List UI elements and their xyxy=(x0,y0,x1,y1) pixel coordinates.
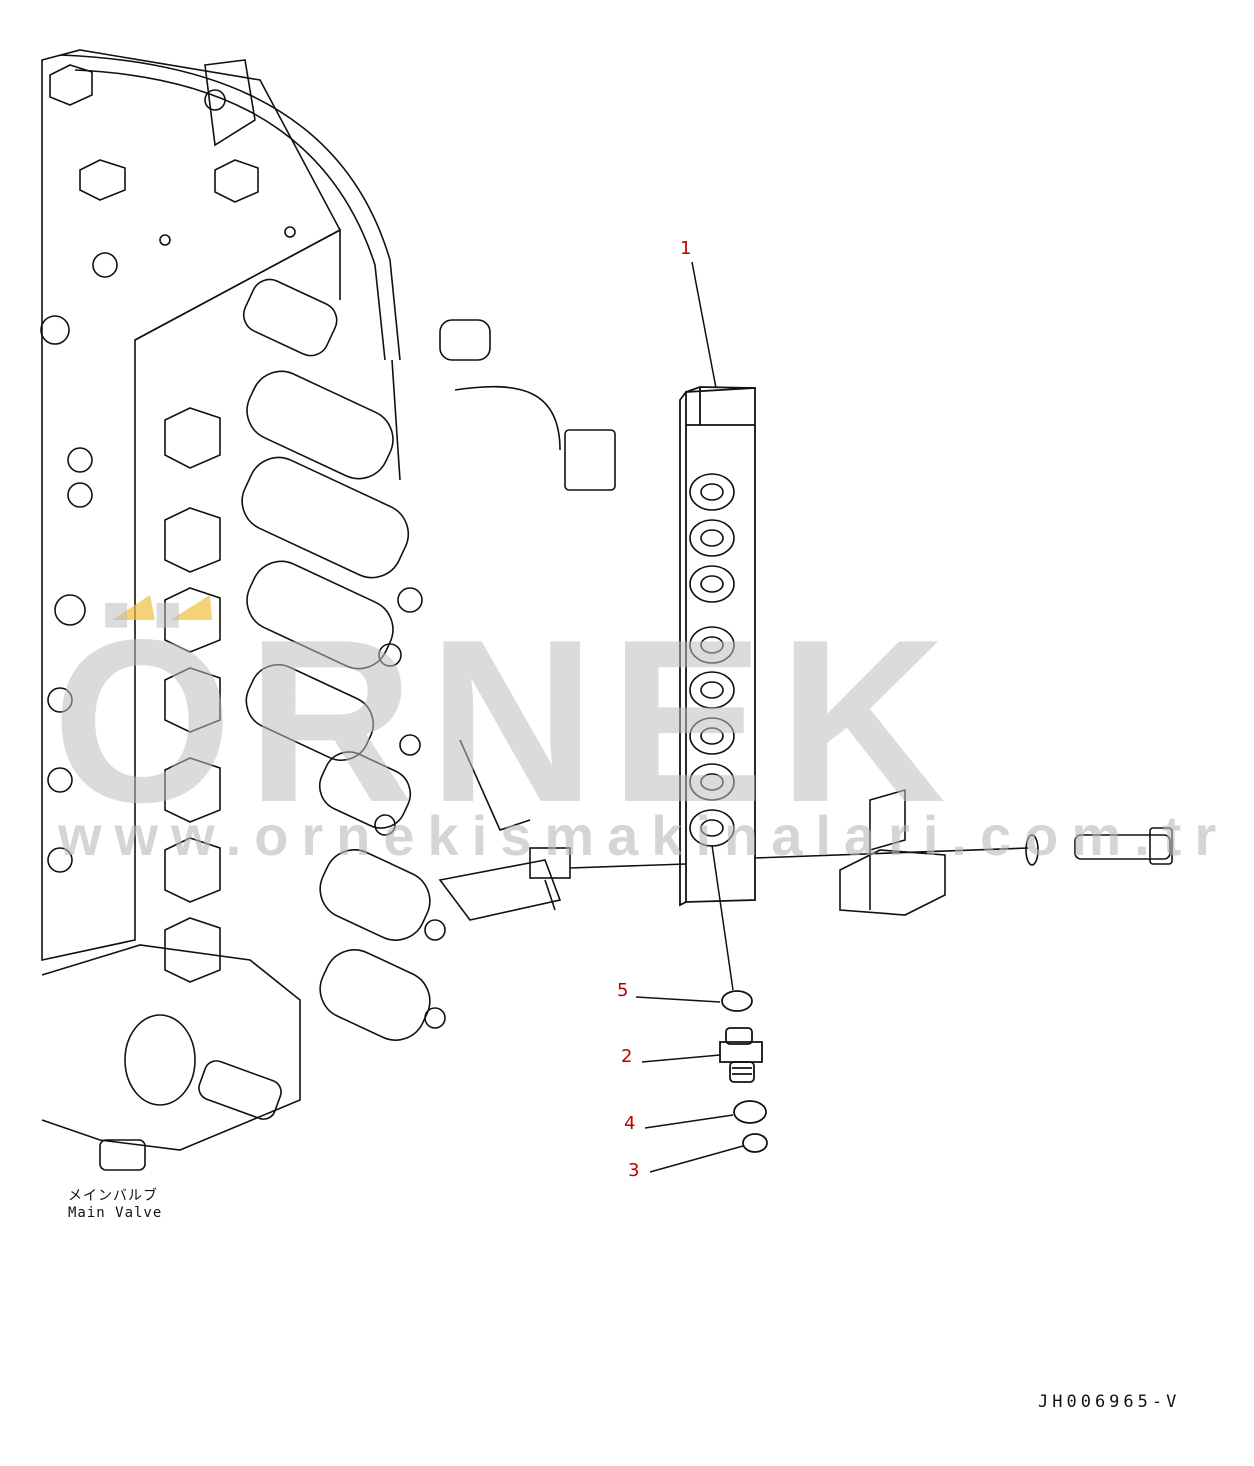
manifold-port-outer xyxy=(689,671,735,709)
callout-3: 3 xyxy=(628,1160,640,1181)
o-ring-4 xyxy=(733,1100,767,1124)
main-valve-assembly xyxy=(40,49,616,1171)
callout-5: 5 xyxy=(617,980,629,1001)
main-valve-caption: メインバルブ Main Valve xyxy=(68,1188,162,1222)
manifold-ports xyxy=(689,473,735,847)
mounting-hardware xyxy=(569,788,1173,916)
manifold-port-outer xyxy=(689,565,735,603)
manifold-port-inner xyxy=(700,819,724,837)
caption-english: Main Valve xyxy=(68,1204,163,1221)
small-parts xyxy=(719,990,768,1153)
manifold-port-inner xyxy=(700,529,724,547)
callout-1: 1 xyxy=(680,238,692,259)
manifold-port-outer xyxy=(689,763,735,801)
manifold-port-outer xyxy=(689,626,735,664)
document-id: JH006965-V xyxy=(1038,1392,1181,1412)
o-ring-3 xyxy=(742,1133,768,1153)
manifold-port-inner xyxy=(700,575,724,593)
manifold-port-inner xyxy=(700,773,724,791)
o-ring-5 xyxy=(721,990,753,1012)
caption-japanese: メインバルブ xyxy=(68,1188,158,1204)
watermark-accent xyxy=(112,595,212,620)
manifold-port-inner xyxy=(700,636,724,654)
callout-4: 4 xyxy=(624,1113,636,1134)
manifold-port-inner xyxy=(700,483,724,501)
manifold-block xyxy=(679,386,756,907)
callout-2: 2 xyxy=(621,1046,633,1067)
manifold-port-outer xyxy=(689,473,735,511)
solenoid-row xyxy=(241,278,431,1041)
manifold-port-outer xyxy=(689,717,735,755)
fitting-2 xyxy=(719,1027,763,1083)
manifold-port-inner xyxy=(700,727,724,745)
manifold-port-outer xyxy=(689,519,735,557)
manifold-port-inner xyxy=(700,681,724,699)
watermark-url: www.ornekismakinalari.com.tr xyxy=(58,804,1230,867)
leader-lines xyxy=(635,261,744,1173)
watermark-brand: ÖRNEK xyxy=(52,592,960,851)
